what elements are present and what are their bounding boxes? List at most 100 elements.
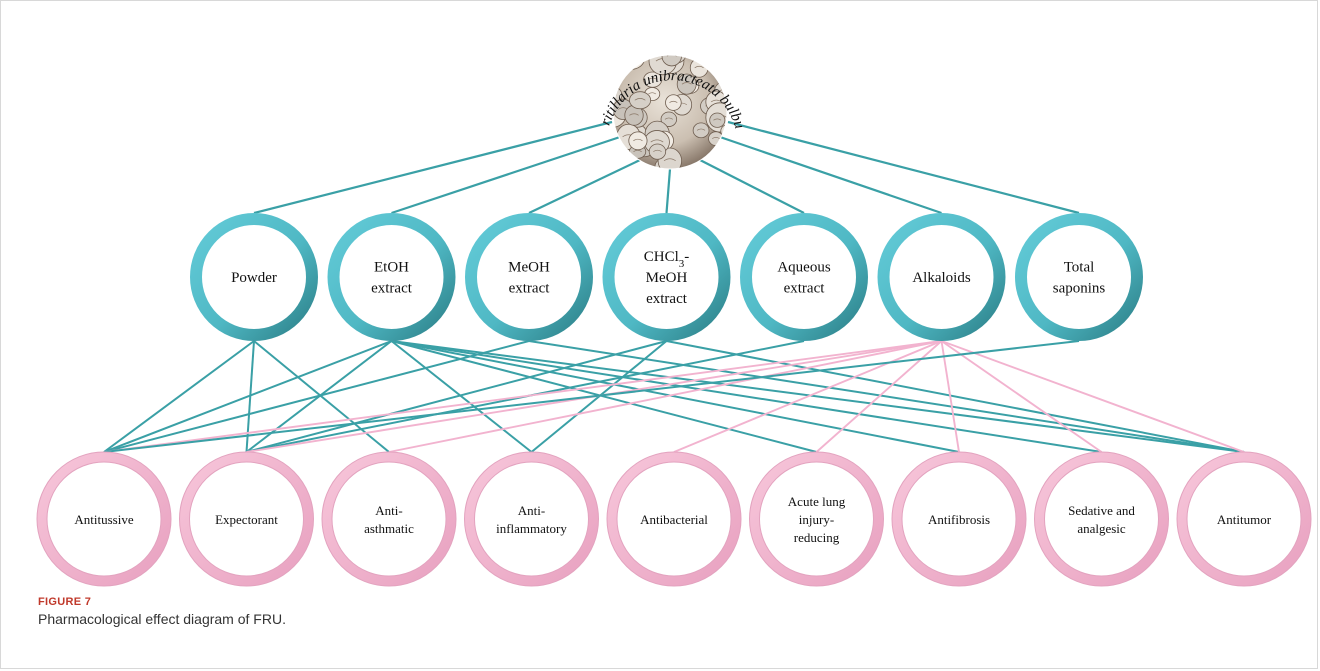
bulb-crease xyxy=(653,149,662,152)
effect-ring xyxy=(1177,452,1311,586)
effect-label-expectorant: Expectorant xyxy=(215,512,278,527)
effect-node-antiinflammatory: Anti-inflammatory xyxy=(464,451,599,587)
effect-label-antiasthmatic: Anti-asthmatic xyxy=(364,503,414,536)
link-meoh-antitumor xyxy=(528,340,1245,453)
link-etoh-antitumor xyxy=(391,340,1245,453)
prep-ring xyxy=(465,213,593,341)
source-node: Fritillaria unibracteata bulbus xyxy=(0,0,747,170)
prep-label-alkaloids: Alkaloids xyxy=(912,270,970,286)
link-chcl3-antitumor xyxy=(666,340,1245,453)
link-source-powder xyxy=(253,120,613,215)
bulb xyxy=(629,91,652,110)
effect-ring-inner xyxy=(1044,461,1159,577)
bulb xyxy=(665,94,682,111)
link-etoh-sedative xyxy=(391,340,1102,453)
bulb-crease xyxy=(712,136,720,139)
link-chcl3-expectorant xyxy=(246,340,667,453)
bulb-crease xyxy=(650,139,664,143)
effect-ring-inner xyxy=(1186,461,1302,577)
effect-ring xyxy=(37,452,171,586)
effect-ring-inner xyxy=(189,461,304,577)
link-powder-antitussive xyxy=(103,340,255,453)
effect-label-antiinflammatory: Anti-inflammatory xyxy=(496,503,567,536)
bulb-crease xyxy=(663,158,676,162)
effect-ring-outline xyxy=(1034,451,1169,587)
effect-ring xyxy=(749,452,884,586)
effect-ring-outline xyxy=(891,451,1027,587)
effect-label-antitussive: Antitussive xyxy=(74,512,133,527)
bulb xyxy=(613,55,629,68)
bulb-crease xyxy=(648,92,657,95)
link-source-meoh xyxy=(528,159,641,214)
bulb-crease xyxy=(710,99,722,103)
link-alkaloids-antifibrosis xyxy=(940,340,960,453)
link-source-etoh xyxy=(391,135,621,215)
effect-ring-outline xyxy=(1176,451,1312,587)
figure-caption: FIGURE 7 Pharmacological effect diagram … xyxy=(38,596,286,627)
effect-ring-outline xyxy=(464,451,599,587)
bulb-crease xyxy=(713,118,722,121)
effect-ring xyxy=(607,452,741,586)
bulb xyxy=(676,73,697,95)
bulb-crease xyxy=(724,129,727,132)
bulb xyxy=(660,111,678,127)
effect-ring-inner xyxy=(46,461,162,577)
effect-ring xyxy=(892,452,1026,586)
effect-ring-outline xyxy=(606,451,742,587)
figure-label: FIGURE 7 xyxy=(38,596,92,608)
bulb-crease xyxy=(669,100,678,103)
pharmacology-diagram: Fritillaria unibracteata bulbus Powder Et… xyxy=(0,0,1312,587)
link-alkaloids-antiasthmatic xyxy=(388,340,942,453)
link-etoh-antiinflammatory xyxy=(390,340,533,453)
bulb xyxy=(617,55,642,63)
bulb-crease xyxy=(696,128,706,131)
bulb-crease xyxy=(633,149,642,152)
bulb xyxy=(613,55,632,68)
bulb-crease xyxy=(694,65,704,69)
prep-ring xyxy=(602,213,731,341)
bulb xyxy=(661,55,682,67)
prep-ring xyxy=(190,213,318,341)
effect-ring-inner xyxy=(901,461,1017,577)
bulb-crease xyxy=(615,58,625,61)
effect-ring xyxy=(1034,452,1169,586)
link-source-chcl3 xyxy=(665,168,672,214)
bulb xyxy=(643,71,663,88)
effect-ring-outline xyxy=(179,451,314,587)
effect-ring-inner xyxy=(759,461,874,577)
bulb-crease xyxy=(629,113,639,116)
bulb xyxy=(648,143,667,160)
link-meoh-antitussive xyxy=(103,340,530,453)
effect-ring xyxy=(464,452,599,586)
effect-ring-inner xyxy=(616,461,732,577)
effect-ring xyxy=(322,452,456,586)
effects-layer: Antitussive Expectorant Anti-asthmatic Anti… xyxy=(36,451,1312,587)
effect-label-antibacterial: Antibacterial xyxy=(640,512,708,527)
effect-node-antibacterial: Antibacterial xyxy=(606,451,742,587)
effect-node-antifibrosis: Antifibrosis xyxy=(891,451,1027,587)
figure-caption-text: Pharmacological effect diagram of FRU. xyxy=(38,611,286,627)
link-alkaloids-antitumor xyxy=(941,340,1245,453)
effect-label-antitumor: Antitumor xyxy=(1217,512,1272,527)
effect-node-expectorant: Expectorant xyxy=(179,451,314,587)
bulb-crease xyxy=(664,117,673,120)
bulb xyxy=(617,55,646,70)
bulb xyxy=(709,112,726,128)
effect-ring-outline xyxy=(36,451,172,587)
bulb-crease xyxy=(633,138,643,142)
links-layer xyxy=(103,120,1245,453)
effect-ring-outline xyxy=(749,451,884,587)
link-saponins-antitussive xyxy=(103,340,1080,453)
bulb-crease xyxy=(681,82,692,85)
prep-label-powder: Powder xyxy=(231,270,277,286)
link-etoh-antitussive xyxy=(103,340,392,453)
